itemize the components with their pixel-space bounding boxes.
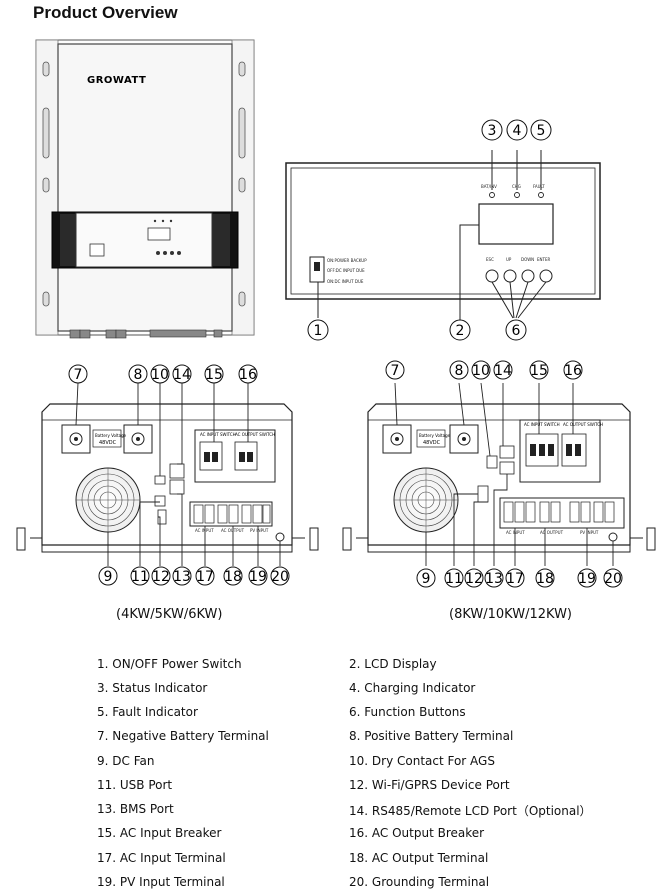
callout-16: 16	[239, 367, 257, 383]
callout-19-large: 19	[578, 571, 596, 587]
switch-label-on-dc: ON:DC INPUT DUE	[327, 279, 364, 284]
page-title: Product Overview	[33, 3, 178, 22]
callout-6: 6	[512, 323, 521, 339]
callout-20: 20	[271, 569, 289, 585]
legend-item: 2. LCD Display	[349, 657, 437, 671]
callout-19: 19	[249, 569, 267, 585]
legend-item: 18. AC Output Terminal	[349, 851, 489, 865]
callout-5: 5	[537, 123, 546, 139]
legend-item: 14. RS485/Remote LCD Port（Optional）	[349, 804, 592, 818]
callout-14: 14	[173, 367, 191, 383]
callout-10-large: 10	[472, 363, 490, 379]
rear-view-large: Battery Voltage 48VDC AC INPUT SWITCH AC…	[342, 382, 656, 566]
callout-14-large: 14	[494, 363, 512, 379]
callouts-rear-large: 7 8 10 14 15 16 9 11 12 13 17 18 19 20	[385, 360, 623, 588]
battery-value-large: 48VDC	[423, 440, 441, 446]
legend-item: 4. Charging Indicator	[349, 681, 476, 695]
legend-item: 12. Wi-Fi/GPRS Device Port	[349, 778, 510, 792]
legend-item: 6. Function Buttons	[349, 705, 466, 719]
indicator-label-bat-inv: BAT/INV	[481, 184, 497, 189]
terminal-label-ac-input-large: AC INPUT	[506, 530, 525, 535]
callout-17-large: 17	[506, 571, 524, 587]
button-label-up: UP	[506, 257, 512, 262]
callout-9-large: 9	[422, 571, 431, 587]
callout-7-large: 7	[391, 363, 400, 379]
brand-logo: GROWATT	[87, 75, 146, 86]
indicator-label-chg: CHG	[512, 184, 521, 189]
legend-item: 9. DC Fan	[97, 754, 155, 768]
lcd-panel-diagram: BAT/INV CHG FAULT ESC UP DOWN ENTER ON:P…	[285, 150, 601, 320]
callouts-top: 3 4 5 1 2 6	[307, 119, 552, 341]
ac-output-switch-small: AC OUTPUT SWITCH	[235, 432, 275, 437]
callout-11-large: 11	[445, 571, 463, 587]
terminal-label-pv-input-small: PV INPUT	[250, 528, 269, 533]
callout-11: 11	[131, 569, 149, 585]
legend-item: 17. AC Input Terminal	[97, 851, 226, 865]
callout-8-large: 8	[455, 363, 464, 379]
callout-7: 7	[74, 367, 83, 383]
callout-9: 9	[104, 569, 113, 585]
rear-view-small: Battery Voltage 48VDC AC INPUT SWITCH AC…	[16, 382, 319, 566]
button-label-enter: ENTER	[537, 257, 550, 262]
callout-16-large: 16	[564, 363, 582, 379]
battery-label-small: Battery Voltage	[95, 433, 127, 438]
legend-item: 20. Grounding Terminal	[349, 875, 490, 889]
callout-13-large: 13	[485, 571, 503, 587]
legend-item: 15. AC Input Breaker	[97, 826, 222, 840]
callout-4: 4	[513, 123, 522, 139]
legend-item: 3. Status Indicator	[97, 681, 208, 695]
legend-item: 16. AC Output Breaker	[349, 826, 485, 840]
callout-1: 1	[314, 323, 323, 339]
legend-item: 19. PV Input Terminal	[97, 875, 225, 889]
callout-15: 15	[205, 367, 223, 383]
callout-12-large: 12	[465, 571, 483, 587]
switch-label-on: ON:POWER BACKUP	[327, 258, 367, 263]
callout-13: 13	[173, 569, 191, 585]
terminal-label-pv-input-large: PV INPUT	[580, 530, 599, 535]
battery-value-small: 48VDC	[99, 440, 117, 446]
ac-output-switch-large: AC OUTPUT SWITCH	[563, 422, 603, 427]
caption-small-models: (4KW/5KW/6KW)	[116, 607, 223, 622]
callouts-rear-small: 7 8 10 14 15 16 9 11 12 13 17 18 19 20	[68, 364, 290, 586]
callout-2: 2	[456, 323, 465, 339]
callout-8: 8	[134, 367, 143, 383]
switch-label-off: OFF:DC INPUT DUE	[327, 268, 365, 273]
callout-15-large: 15	[530, 363, 548, 379]
callout-10: 10	[151, 367, 169, 383]
terminal-label-ac-output-large: AC OUTPUT	[540, 530, 564, 535]
legend-item: 13. BMS Port	[97, 802, 174, 816]
button-label-down: DOWN	[521, 257, 534, 262]
callout-17: 17	[196, 569, 214, 585]
legend-item: 7. Negative Battery Terminal	[97, 729, 269, 743]
ac-input-switch-large: AC INPUT SWITCH	[524, 422, 560, 427]
battery-label-large: Battery Voltage	[419, 433, 451, 438]
inverter-front-view: GROWATT	[35, 39, 255, 339]
button-label-esc: ESC	[486, 257, 494, 262]
ac-input-switch-small: AC INPUT SWITCH	[200, 432, 236, 437]
legend-item: 1. ON/OFF Power Switch	[97, 657, 242, 671]
callout-12: 12	[152, 569, 170, 585]
indicator-label-fault: FAULT	[533, 184, 545, 189]
legend-item: 8. Positive Battery Terminal	[349, 729, 514, 743]
callout-3: 3	[488, 123, 497, 139]
caption-large-models: (8KW/10KW/12KW)	[449, 607, 573, 622]
legend-item: 11. USB Port	[97, 778, 173, 792]
legend-item: 10. Dry Contact For AGS	[349, 754, 495, 768]
callout-18: 18	[224, 569, 242, 585]
callout-18-large: 18	[536, 571, 554, 587]
callout-20-large: 20	[604, 571, 622, 587]
legend-item: 5. Fault Indicator	[97, 705, 198, 719]
